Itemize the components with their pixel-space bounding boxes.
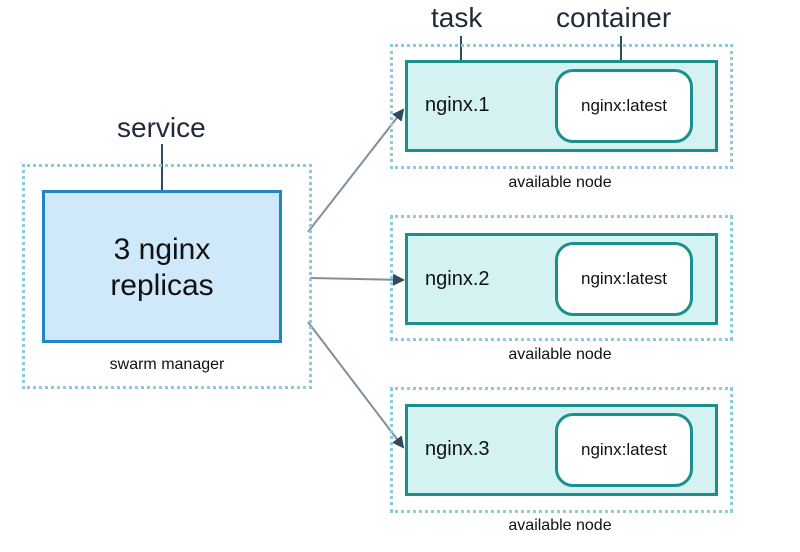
service-replicas-text: 3 nginx replicas (42, 232, 282, 304)
container-label: container (556, 2, 672, 33)
node-1-container: nginx:latest (555, 69, 693, 143)
node-2-frame (390, 215, 733, 341)
swarm-manager-caption: swarm manager (109, 356, 225, 373)
node-1-caption: available node (508, 174, 612, 191)
task-label: task (431, 2, 483, 33)
node-2-task-label: nginx.2 (425, 268, 490, 290)
node-1-task-label: nginx.1 (425, 94, 490, 116)
node-2-container: nginx:latest (555, 242, 693, 316)
node-3-frame (390, 387, 733, 513)
service-replicas-line2: replicas (110, 269, 214, 302)
arrow-to-node-1 (307, 108, 405, 233)
service-label: service (117, 112, 206, 143)
swarm-manager-frame (22, 164, 312, 389)
node-2-caption: available node (508, 346, 612, 363)
service-box (42, 190, 282, 343)
arrow-to-node-2 (309, 273, 405, 286)
node-3-caption: available node (508, 517, 612, 534)
node-1-frame (390, 44, 733, 169)
node-3-container: nginx:latest (555, 413, 693, 487)
node-3-task-label: nginx.3 (425, 438, 490, 460)
service-replicas-line1: 3 nginx (113, 233, 211, 266)
arrow-to-node-3 (307, 321, 405, 449)
